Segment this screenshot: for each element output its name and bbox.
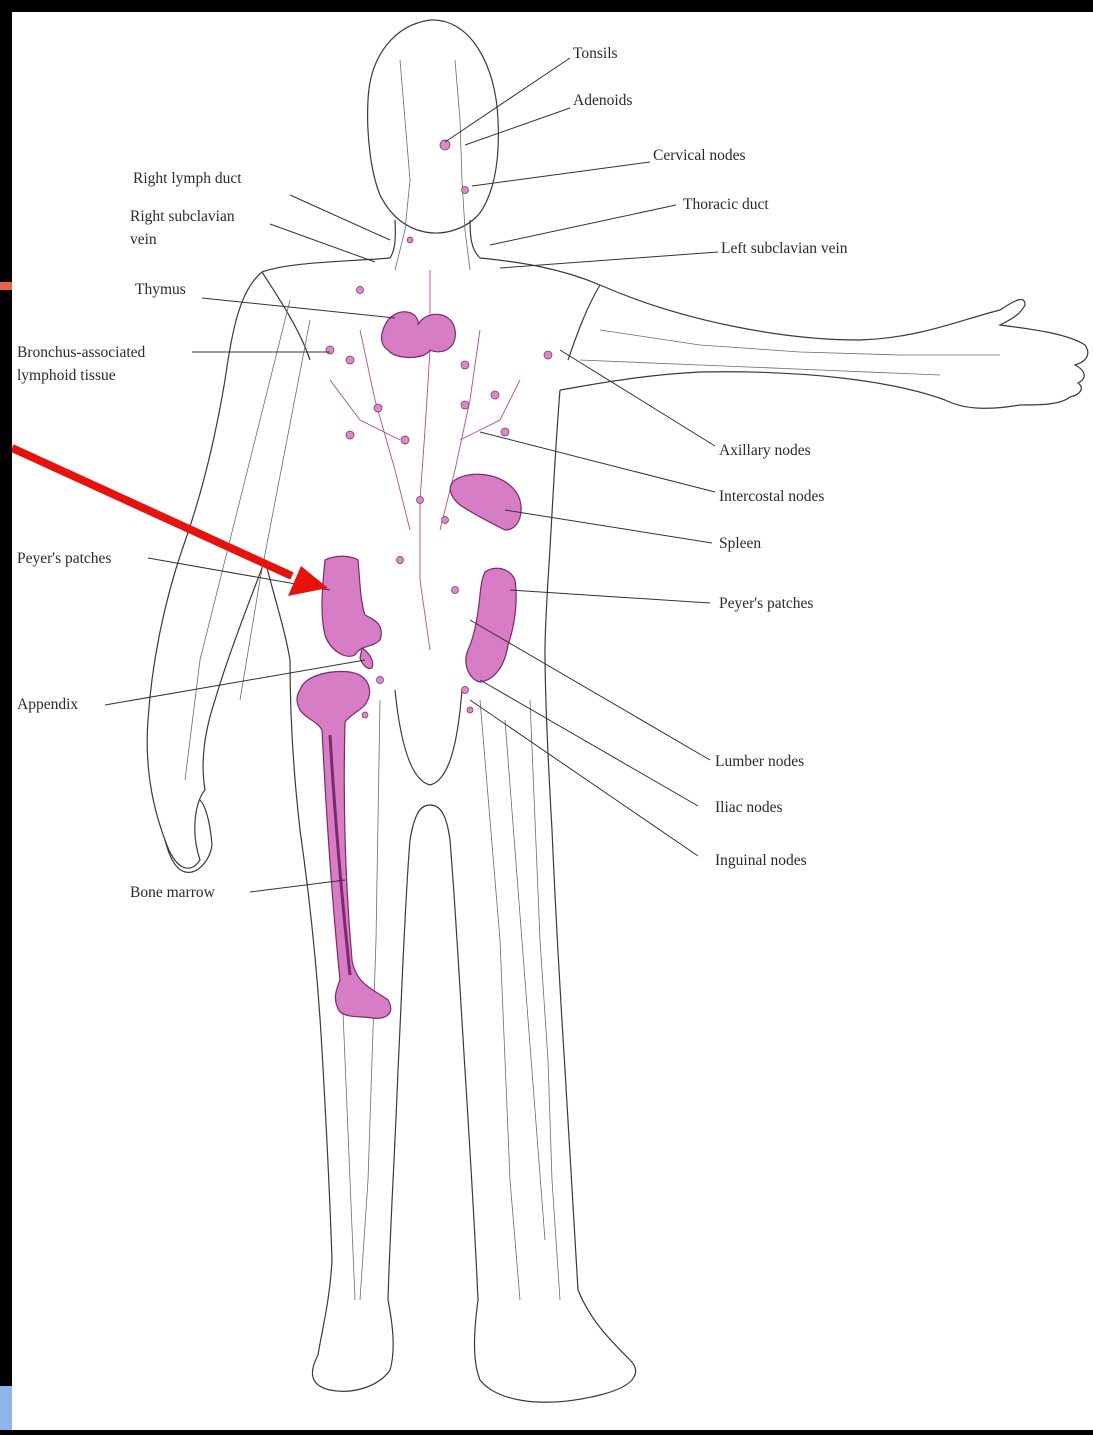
lymph-node: [357, 287, 364, 294]
leader-thymus: [202, 298, 395, 318]
label-bone-marrow: Bone marrow: [130, 884, 216, 901]
label-left-subclavian-vein: Left subclavian vein: [721, 240, 848, 257]
label-balt-line2: lymphoid tissue: [17, 367, 116, 384]
slide-edge-accent-top: [0, 282, 12, 290]
lymph-node: [462, 687, 469, 694]
intestine-left: [322, 556, 381, 656]
leader-spleen: [505, 510, 712, 543]
leader-right-subclavian-vein: [270, 224, 375, 262]
leader-right-lymph-duct: [290, 195, 390, 240]
leader-peyers-right: [510, 590, 710, 603]
label-lumber-nodes: Lumber nodes: [715, 753, 804, 770]
femur-bone: [297, 672, 391, 1019]
body-outline: [147, 20, 1088, 1402]
lymph-node: [326, 346, 334, 354]
label-inguinal-nodes: Inguinal nodes: [715, 852, 807, 869]
slide-edge-accent-bottom: [0, 1386, 12, 1430]
leader-intercostal-nodes: [480, 432, 715, 492]
leader-tonsils: [445, 58, 570, 142]
lymph-node: [374, 404, 382, 412]
lymph-node: [462, 187, 469, 194]
lymphatic-system-diagram: Tonsils Adenoids Cervical nodes Right ly…: [12, 12, 1093, 1430]
organs: [297, 312, 521, 1018]
label-thoracic-duct: Thoracic duct: [683, 196, 769, 213]
label-tonsils: Tonsils: [573, 45, 618, 62]
label-peyers-patches-left: Peyer's patches: [17, 550, 111, 567]
label-thymus: Thymus: [135, 281, 186, 298]
label-right-subclavian-vein-line1: Right subclavian: [130, 208, 235, 225]
label-right-lymph-duct: Right lymph duct: [133, 170, 242, 187]
lymph-node: [377, 677, 384, 684]
red-pointer-arrow: [12, 448, 328, 596]
lymph-node: [461, 361, 469, 369]
lymph-node: [467, 707, 473, 713]
leader-inguinal-nodes: [470, 700, 698, 856]
spleen-organ: [450, 474, 521, 530]
label-spleen: Spleen: [719, 535, 761, 552]
leader-lumber-nodes: [470, 620, 710, 760]
leader-adenoids: [465, 108, 570, 145]
lymph-node: [442, 517, 449, 524]
lymph-node: [397, 557, 404, 564]
lymph-node: [491, 391, 499, 399]
label-cervical-nodes: Cervical nodes: [653, 147, 746, 164]
label-adenoids: Adenoids: [573, 92, 632, 109]
lymph-node: [362, 712, 368, 718]
label-iliac-nodes: Iliac nodes: [715, 799, 783, 816]
label-intercostal-nodes: Intercostal nodes: [719, 488, 824, 505]
label-peyers-patches-right: Peyer's patches: [719, 595, 813, 612]
label-balt-line1: Bronchus-associated: [17, 344, 146, 361]
lymph-node: [452, 587, 459, 594]
leader-thoracic-duct: [490, 205, 676, 245]
lymph-node: [346, 431, 354, 439]
leader-cervical-nodes: [472, 162, 650, 186]
lymph-node: [346, 356, 354, 364]
leader-iliac-nodes: [480, 680, 698, 806]
lymph-node: [401, 436, 409, 444]
lymph-node: [544, 351, 552, 359]
lymph-node: [501, 428, 509, 436]
labels: Tonsils Adenoids Cervical nodes Right ly…: [17, 45, 848, 901]
diagram-panel: Tonsils Adenoids Cervical nodes Right ly…: [12, 12, 1093, 1430]
label-axillary-nodes: Axillary nodes: [719, 442, 811, 459]
appendix-organ: [360, 648, 373, 668]
lymph-node: [407, 237, 413, 243]
leader-bone-marrow: [250, 880, 345, 892]
leader-left-subclavian-vein: [500, 252, 718, 268]
thymus-organ: [382, 312, 456, 358]
lymph-node: [417, 497, 424, 504]
lymph-node: [461, 401, 469, 409]
label-right-subclavian-vein-line2: vein: [130, 231, 157, 248]
intestine-right: [466, 568, 516, 682]
label-appendix: Appendix: [17, 696, 78, 713]
